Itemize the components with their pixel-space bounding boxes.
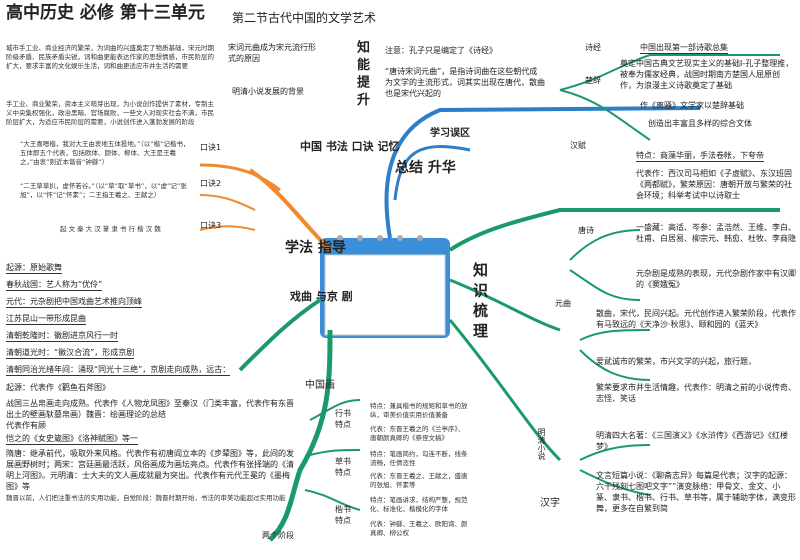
two-stages: 两个阶段 [262,531,294,540]
branch-learning-area: 学习误区 [430,128,470,139]
hanzi-label: 汉字 [540,498,560,509]
opera-note-6: 清朝道光时：“徽汉合流”，形成京剧 [6,348,135,359]
yuanqu-label: 元曲 [555,299,571,308]
ming-qing-novel-text-1: 明清四大名著：《三国演义》《水浒传》《西游记》《红楼梦》 [596,431,788,451]
hanfu-text-4: 元杂剧是成熟的表现，元代杂剧作家中有汉卿的《窦娥冤》 [636,269,796,289]
left-note-1: 城市手工业、商业经济的繁荣，为词曲的兴盛奠定了物质基础，宋元时期阶级矛盾、民族矛… [6,44,214,70]
left-note-2: 手工业、商业繁荣，资本主义萌芽出现，为小说创作提供了素材，专制主义中央集权强化，… [6,100,214,126]
ming-qing-background: 明清小说发展的背景 [232,87,304,96]
painting-note-2: 战国三丛帛画走向成熟。代表作《人物龙凤图》至秦汉（门类丰富，代表作有东晋出土的壁… [6,399,294,419]
rhyme-text-3: 起 文 秦 大 汉 篆 隶 书 行 楷 汉 魏 [60,225,161,233]
shijing-label: 诗经 [585,43,601,52]
middle-note-2: “唐诗宋词元曲”，是指诗词曲在这些朝代成为文学的主流形式，词其实出现在唐代，散曲… [385,67,545,98]
painting-note-6: 魏晋以前，人们把注重书法的实用功能，自觉阶段：魏晋时期开始，书法的审美功能超过实… [6,494,286,502]
opera-note-5: 清朝乾隆时：徽剧进京风行一时 [6,331,118,342]
painting-note-5: 隋唐：继承前代，吸取外来风格。代表作有初唐阎立本的《步辇图》等，此间的发展画野树… [6,449,294,491]
xingshu-feature: 特点：兼具楷书的规矩和草书的放纵，审美价值实用价值兼备 [370,402,468,419]
branch-summary: 总结 升华 [395,160,456,176]
rhyme-label-1: 口诀1 [200,143,222,152]
chuci-label: 楚辞 [585,76,601,85]
branch-method: 学法 指导 [285,240,346,256]
caoshu-rep: 代表：东晋王羲之、王献之，盛唐的张旭、怀素等 [370,472,468,489]
opera-note-4: 江苏昆山一带形成昆曲 [6,314,86,325]
opera-note-7: 清朝同治光绪年间：涌现“同光十三绝”，京剧走向成熟，远古： [6,365,231,376]
xingshu-label: 行书特点 [335,409,351,429]
branch-ability: 知 能 提 升 [354,40,369,106]
poetry-text-3: 创造出丰富且多样的综合文体 [648,119,752,128]
caoshu-feature: 特点：笔画简约，勾连不断，线条流畅，任情恣性 [370,450,468,467]
poetry-text-2: 作《离骚》文学家以楚辞基础 [640,101,744,110]
kaishu-feature: 特点：笔画讲求，结构严整，规范化、标准化，楷模化的字体 [370,496,468,513]
poetry-text-1: 奠定中国古典文艺现实主义的基础Ⅰ-孔子整理推，被奉为儒家经典，战国时期南方楚国人… [620,59,794,90]
opera-note-2: 春秋战国：艺人称为“优伶” [6,280,103,291]
middle-note-1: 注意：孔子只是编定了《诗经》 [385,46,497,55]
song-yuan-reason: 宋词元曲成为宋元流行形式的原因 [228,43,316,63]
ming-qing-novel-text-2: 文言短篇小说：《聊斋志异》每篇是代表；汉字的起源：六千残刻七图吧文字””演变脉络… [596,471,796,513]
kaishu-label: 楷书特点 [335,505,351,525]
branch-painting: 中国画 [305,380,335,391]
rhyme-text-2: “二王草草扒，虚怀若谷。”（以“草”取“草书”，以“虚”记“张旭”，以“怀”记“… [20,182,187,199]
tangshi-label: 唐诗 [578,226,594,235]
caoshu-label: 草书特点 [335,457,351,477]
rhyme-label-2: 口诀2 [200,179,222,188]
opera-note-3: 元代：元杂剧把中国戏曲艺术推向顶峰 [6,297,142,308]
branch-knowledge: 知 识 梳 理 [471,262,489,338]
painting-note-3: 代表作有顾 [6,421,46,430]
hanfu-text-2: 代表作：西汉司马相如《子虚赋》、东汉班固《两都赋》，繁荣原因：唐朝开放与繁荣的社… [636,169,792,200]
opera-note-1: 起源：原始歌舞 [6,263,62,274]
shijing-value: 中国出现第一部诗歌总集 [640,43,728,54]
rhyme-label-3: 口诀3 [200,221,222,230]
xingshu-rep: 代表：东晋王羲之的《兰亭序》、唐朝颜真卿的《祭侄文稿》 [370,425,465,442]
page-subtitle: 第二节古代中国的文学艺术 [232,11,377,25]
yuanqu-text-2: 爱貮诚市的繁荣，市兴文学的兴起，旅行题， [596,357,756,366]
page-title: 高中历史 必修 第十三单元 [6,3,205,23]
branch-opera: 戏曲 与京 剧 [290,290,353,303]
hanfu-label: 汉赋 [570,141,586,150]
painting-note-1: 起源：代表作《鹳鱼石斧图》 [6,383,110,392]
yuanqu-text-1: 散曲，宋代，民间兴起。元代创作进入繁荣阶段，代表作有马致远的《天净沙·秋思》、颐… [596,309,796,329]
ming-qing-novel-label: 明清小说 [537,428,546,460]
kaishu-rep: 代表：钟繇、王羲之、欧阳询、颜真卿、柳公权 [370,520,468,537]
hanfu-text-3: 一盛藏：高适、岑参：孟浩然、王维、李白、杜甫、白居易、柳宗元、韩愈、杜牧、李商隐 [636,223,796,243]
hanfu-text-1: 特点：商藻华丽，手法卷帐，下夸帝 [636,151,764,162]
yuanqu-text-3: 繁荣要求市井生活情趣，代表作：明清之前的小说传奇、志怪、笑话 [596,383,796,403]
branch-memory: 中国 书法 口诀 记忆 [300,140,400,153]
rhyme-text-1: “大王喜嗯楷，我对大王由衷地五体投地。”（以“楷”记楷书，五体即五个代表，包括欧… [20,140,190,166]
painting-note-4: 恺之的《女史箴图》《洛神赋图》等一 [6,434,138,445]
